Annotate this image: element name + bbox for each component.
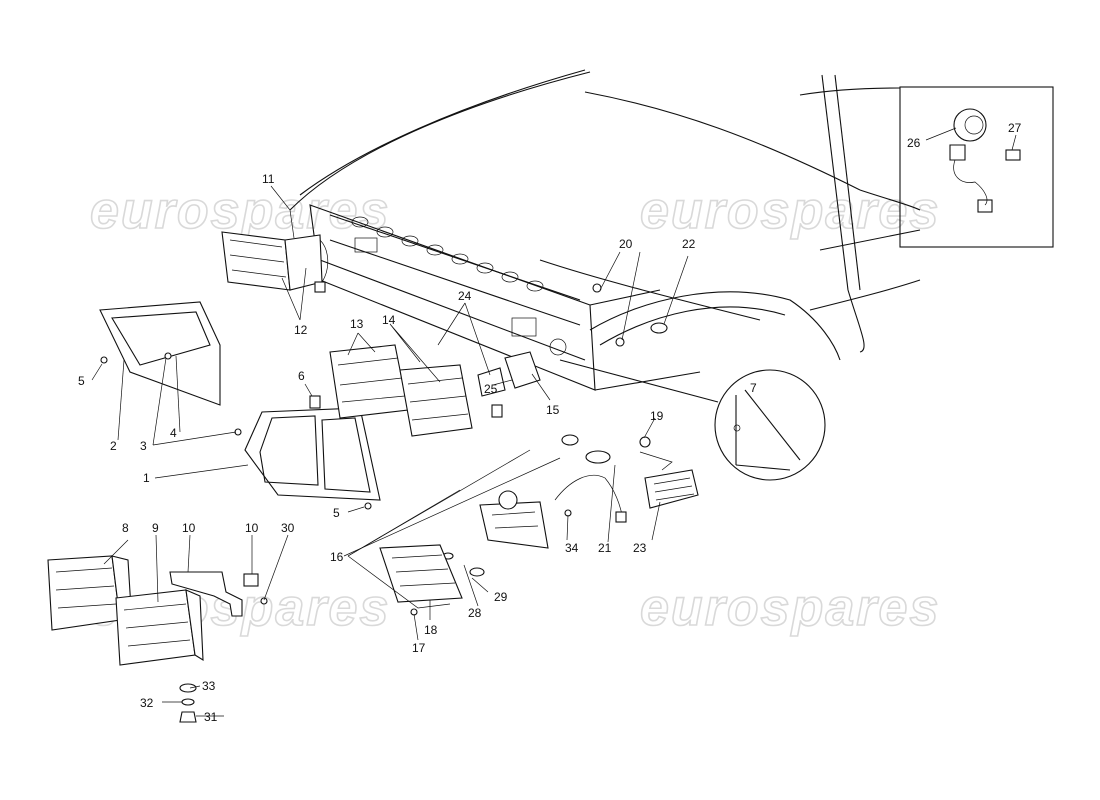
panel-holes [351,216,544,292]
part-label-12: 11 [262,172,275,186]
leader-lines [91,127,1017,717]
part-label-27: 26 [907,136,921,150]
part-label-11: 10 [245,521,259,535]
watermark-bottom-right: eurospares [640,579,940,637]
bezel-large [99,301,221,406]
hardware [100,283,668,723]
part-label-9: 9 [152,521,159,535]
car-body [289,69,921,391]
part-label-7: 7 [750,381,757,395]
part-label-33: 32 [140,696,154,710]
part-label-29: 28 [468,606,482,620]
part-label-5-lower: 5 [333,506,340,520]
part-label-18: 17 [412,641,426,655]
headlights-center [329,344,541,437]
part-label-4: 4 [170,426,177,440]
part-label-3: 3 [140,439,147,453]
part-label-19: 18 [424,623,438,637]
side-indicator [644,469,699,509]
part-label-31: 30 [281,521,295,535]
turn-signal-lamps [379,434,627,603]
part-label-25: 24 [458,289,472,303]
detail-circle [559,359,826,481]
watermarks: eurospares eurospares eurospares eurospa… [89,181,940,638]
watermark-top-right: eurospares [640,182,940,240]
headlight-left-upper [221,231,329,293]
part-label-22: 21 [598,541,612,555]
part-label-14: 13 [350,317,364,331]
part-label-2: 2 [110,439,117,453]
part-label-6: 6 [298,369,305,383]
part-label-5-upper: 5 [78,374,85,388]
part-label-24: 23 [633,541,647,555]
part-label-1: 1 [143,471,150,485]
part-label-28: 27 [1008,121,1022,135]
part-label-10: 10 [182,521,196,535]
watermark-top-left: eurospares [90,182,390,240]
part-label-16: 15 [546,403,560,417]
part-label-13: 12 [294,323,308,337]
part-label-20: 19 [650,409,664,423]
part-label-15: 14 [382,313,396,327]
fog-lamps [47,555,204,666]
part-label-8: 8 [122,521,129,535]
bracket [169,571,243,617]
horn-inset [899,86,1054,248]
part-label-30: 29 [494,590,508,604]
part-label-21: 20 [619,237,633,251]
part-label-17: 16 [330,550,344,564]
part-label-34: 33 [202,679,216,693]
part-label-26: 25 [484,382,498,396]
part-label-35: 34 [565,541,579,555]
part-label-32: 31 [204,710,218,724]
part-label-23: 22 [682,237,696,251]
part-labels: 1 2 3 4 5 5 6 7 8 9 10 10 30 11 12 13 14… [78,121,1022,724]
bezel-dual [244,407,381,501]
